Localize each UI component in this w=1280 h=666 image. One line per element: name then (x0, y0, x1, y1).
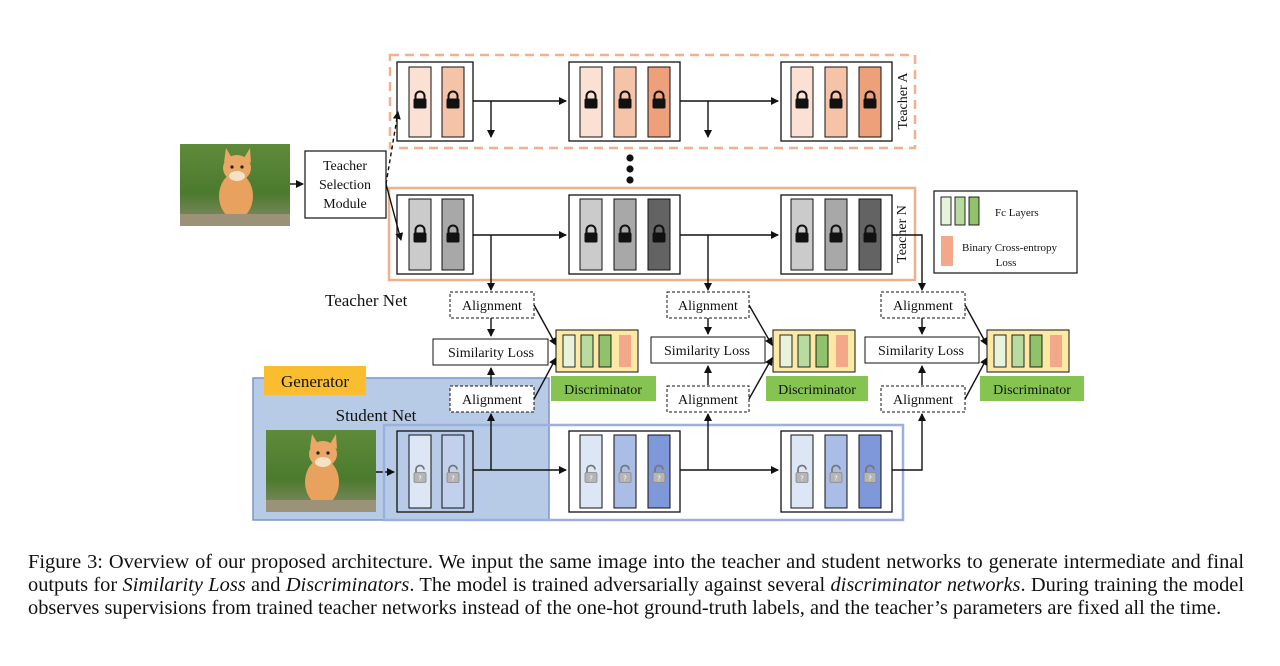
student-block-3 (780, 430, 893, 513)
architecture-diagram: ? Teacher A Teach (180, 53, 1084, 522)
similarity-loss-box (864, 336, 980, 364)
input-cat-image (180, 144, 290, 226)
svg-text:Similarity Loss: Similarity Loss (448, 346, 534, 361)
caption-emphasis: Discriminators (285, 574, 410, 596)
teacher-a-label: Teacher A (896, 72, 911, 130)
student-input-cat-image (266, 430, 376, 512)
caption-text: . The model is trained adversarially aga… (409, 574, 831, 596)
generator-label-bg (264, 366, 366, 395)
teacher-n-block-2 (568, 194, 681, 275)
discriminator-label: Discriminator (564, 383, 642, 398)
caption-text: and (245, 574, 286, 596)
teacher-n-frame (387, 186, 917, 282)
similarity-loss-box (650, 336, 766, 364)
svg-text:Alignment: Alignment (678, 299, 738, 314)
similarity-loss-box (432, 338, 549, 366)
alignment-box (880, 291, 966, 319)
legend: Fc Layers Binary Cross-entropy Loss (933, 190, 1078, 274)
teacher-selection-module (304, 150, 387, 219)
loss-column-3: Alignment Similarity Loss Alignment Disc… (864, 291, 1084, 413)
svg-text:Alignment: Alignment (678, 393, 738, 408)
alignment-box (666, 291, 750, 319)
alignment-box (449, 385, 535, 413)
teacher-a-block-2 (568, 61, 681, 142)
teacher-a-block-1 (396, 61, 474, 142)
legend-fc-label: Fc Layers (995, 207, 1039, 219)
student-net-label: Student Net (336, 406, 417, 425)
generator-label: Generator (281, 372, 349, 391)
discriminator-label: Discriminator (778, 383, 856, 398)
student-block-1 (396, 430, 474, 513)
student-block-2 (568, 430, 681, 513)
teacher-selection-line-2: Selection (319, 178, 371, 193)
teacher-selection-line-3: Module (323, 197, 367, 212)
discriminator-label-bg (766, 376, 868, 401)
caption-text: Figure 3: Overview of our proposed archi… (28, 551, 1244, 596)
alignment-box (880, 385, 966, 413)
discriminator-label-bg (980, 376, 1084, 401)
teacher-net-label: Teacher Net (325, 291, 408, 310)
svg-text:Alignment: Alignment (462, 393, 522, 408)
svg-text:Alignment: Alignment (462, 299, 522, 314)
loss-column-2: Alignment Similarity Loss Alignment Disc… (650, 291, 868, 413)
svg-text:Similarity Loss: Similarity Loss (664, 344, 750, 359)
student-net-frame (382, 423, 905, 522)
teacher-a-frame (388, 53, 917, 150)
teacher-n-block-1 (396, 194, 474, 275)
discriminator-label-bg (551, 376, 656, 401)
caption-emphasis: discriminator networks (830, 574, 1021, 596)
loss-column-1: Alignment Similarity Loss Alignment Disc… (432, 291, 656, 413)
teacher-n-label: Teacher N (895, 205, 910, 263)
discriminator-label: Discriminator (993, 383, 1071, 398)
teacher-selection-line-1: Teacher (323, 159, 367, 174)
caption-emphasis: Similarity Loss (122, 574, 246, 596)
svg-text:Alignment: Alignment (893, 299, 953, 314)
figure-caption: Figure 3: Overview of our proposed archi… (28, 551, 1244, 620)
teacher-n-block-3 (780, 194, 893, 275)
more-teachers-ellipsis (626, 154, 634, 184)
alignment-box (666, 385, 750, 413)
svg-text:Similarity Loss: Similarity Loss (878, 344, 964, 359)
teacher-a-block-3 (780, 61, 893, 142)
legend-bce-label-2: Loss (996, 257, 1017, 269)
svg-text:Alignment: Alignment (893, 393, 953, 408)
caption-text: . During training the model observes sup… (28, 574, 1244, 619)
legend-bce-label-1: Binary Cross-entropy (962, 242, 1058, 254)
